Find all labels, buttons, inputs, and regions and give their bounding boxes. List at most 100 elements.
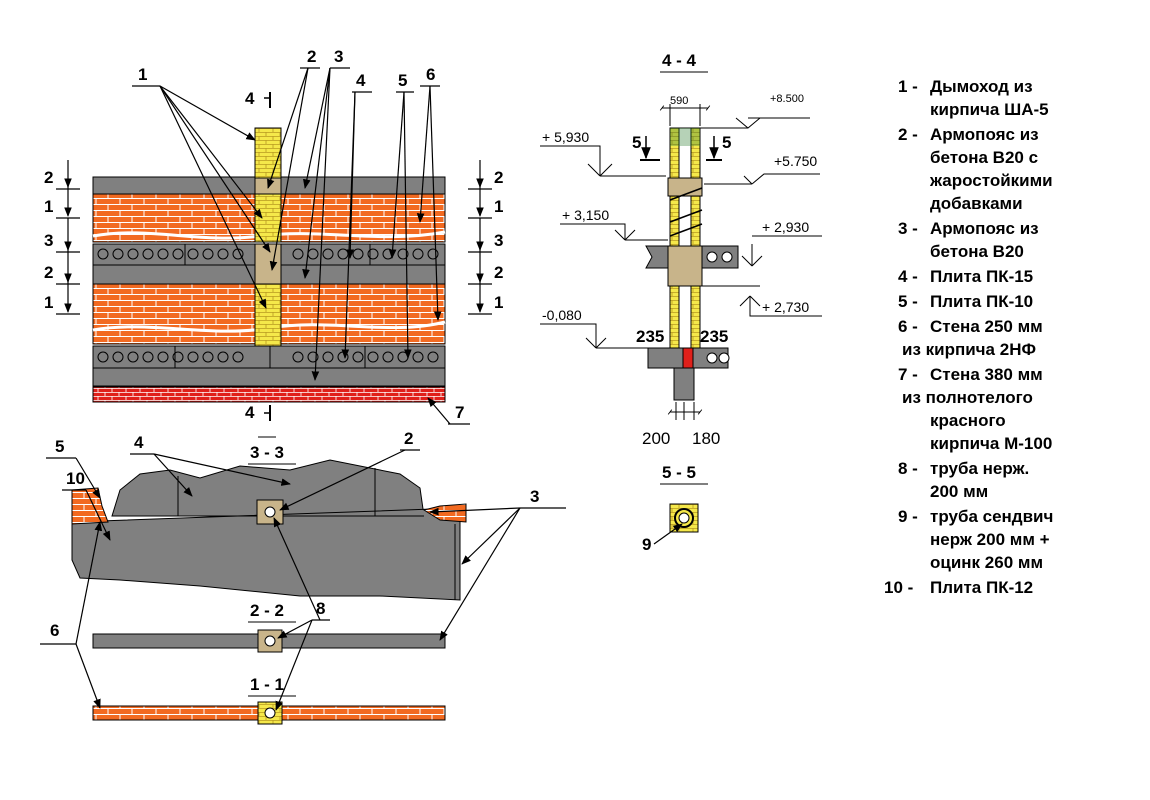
dim-180: 180	[692, 429, 720, 448]
legend-item-number: 5 -	[898, 292, 918, 311]
legend-item-number: 2 -	[898, 125, 918, 144]
legend-item-text: труба сендвич	[930, 507, 1053, 526]
sandwich-pipe-inner	[678, 512, 690, 524]
legend: 1 - Дымоход из кирпича ША-5 2 - Армопояс из б…	[884, 77, 1053, 597]
legend-item-text: Стена 380 мм	[930, 365, 1043, 384]
section-title-1-1: 1 - 1	[250, 675, 284, 694]
slab-left-section	[645, 245, 669, 269]
legend-item-number: 3 -	[898, 219, 918, 238]
callout-plan-8: 8	[316, 599, 325, 618]
slab-pk15-plan	[111, 459, 425, 517]
legend-item-text: бетона В20 с	[930, 148, 1038, 167]
legend-item-text: нерж 200 мм +	[930, 530, 1050, 549]
legend-item-number: 10 -	[884, 578, 913, 597]
section-4-4: 4 - 4 590 235 235 200 180 5 5	[540, 51, 822, 554]
dim-590: 590	[670, 95, 688, 107]
elevation-2930: + 2,930	[762, 219, 809, 235]
cut-4-label-top: 4	[245, 89, 255, 108]
armobelt-bottom-strip	[92, 367, 446, 387]
legend-item-text: красного	[930, 411, 1006, 430]
legend-item-text: Армопояс из	[930, 125, 1039, 144]
legend-item-number: 9 -	[898, 507, 918, 526]
callout-plan-4: 4	[134, 433, 144, 452]
legend-item-number: 1 -	[898, 77, 918, 96]
armobelt-section-upper	[667, 177, 703, 197]
legend-item-text: Плита ПК-10	[930, 292, 1033, 311]
section-title-3-3: 3 - 3	[250, 443, 284, 462]
elevation-0080: -0,080	[542, 307, 582, 323]
legend-item-text: из полнотелого	[902, 388, 1033, 407]
cut-5-left: 5	[632, 133, 641, 152]
section-cut-4-top: 4	[245, 89, 271, 108]
layer-mark-label: 1	[44, 197, 53, 216]
layer-mark-label: 2	[44, 168, 53, 187]
legend-item-text: бетона В20	[930, 242, 1024, 261]
layer-mark-label: 2	[494, 168, 503, 187]
section-cap	[670, 128, 700, 146]
legend-item-text: оцинк 260 мм	[930, 553, 1043, 572]
callout-7: 7	[455, 403, 464, 422]
section-cut-4-bottom: 4	[245, 403, 276, 438]
callout-plan-6: 6	[50, 621, 59, 640]
dim-235-right: 235	[700, 327, 728, 346]
legend-item-number: 7 -	[898, 365, 918, 384]
legend-item-number: 4 -	[898, 267, 918, 286]
callout-5: 5	[398, 71, 407, 90]
callout-2: 2	[307, 47, 316, 66]
legend-item-text: Плита ПК-15	[930, 267, 1033, 286]
layer-marks-left: 2 1 3 2 1	[44, 160, 80, 315]
red-brick-section	[682, 347, 694, 369]
ceiling-slab-plan	[71, 507, 461, 601]
callout-1: 1	[138, 65, 147, 84]
armobelt-section-mid	[667, 245, 703, 287]
pipe-plan-2-2	[264, 635, 276, 647]
layer-mark-label: 1	[44, 293, 53, 312]
dim-200: 200	[642, 429, 670, 448]
legend-item-text: труба нерж.	[930, 459, 1029, 478]
callout-plan-10: 10	[66, 469, 85, 488]
legend-item-text: кирпича ША-5	[930, 100, 1049, 119]
cut-5-right: 5	[722, 133, 731, 152]
elevation-3150: + 3,150	[562, 207, 609, 223]
pipe-plan-3-3	[264, 506, 276, 518]
section-title-4-4: 4 - 4	[662, 51, 697, 70]
callout-plan-3: 3	[530, 487, 539, 506]
elevation-marks	[540, 117, 822, 349]
foundation-wall-section	[673, 367, 695, 401]
chimney-armobelt-upper	[254, 177, 282, 195]
legend-item-number: 8 -	[898, 459, 918, 478]
elevation-5750: +5.750	[774, 153, 817, 169]
legend-item-text: жаростойкими	[929, 171, 1053, 190]
layer-mark-label: 2	[494, 263, 503, 282]
legend-item-text: кирпича М-100	[930, 434, 1052, 453]
layer-mark-label: 1	[494, 197, 503, 216]
callout-6: 6	[426, 65, 435, 84]
callout-plan-2: 2	[404, 429, 413, 448]
chimney-stack	[254, 127, 282, 179]
pipe-plan-1-1	[264, 707, 276, 719]
wall-elevation: 1 2 3 4 5 6 7	[44, 47, 503, 438]
dim-235-left: 235	[636, 327, 664, 346]
callout-9: 9	[642, 535, 651, 554]
elevation-5930: + 5,930	[542, 129, 589, 145]
legend-item-text: Плита ПК-12	[930, 578, 1033, 597]
elevation-2730: + 2,730	[762, 299, 809, 315]
layer-mark-label: 3	[44, 231, 53, 250]
layer-mark-label: 2	[44, 263, 53, 282]
section-title-5-5: 5 - 5	[662, 463, 696, 482]
legend-item-text: Дымоход из	[930, 77, 1033, 96]
legend-item-text: из кирпича 2НФ	[902, 340, 1036, 359]
callout-4: 4	[356, 71, 366, 90]
leader-lines-elevation	[132, 67, 470, 425]
leader-lines-plans	[40, 449, 566, 711]
legend-item-text: Стена 250 мм	[930, 317, 1043, 336]
callout-3: 3	[334, 47, 343, 66]
elevation-8500: +8.500	[770, 93, 804, 105]
slab-right-section	[701, 245, 739, 269]
legend-item-number: 6 -	[898, 317, 918, 336]
legend-item-text: 200 мм	[930, 482, 988, 501]
plan-sections: 3 - 3 2 - 2 1 - 1 5 4 2 10 3 6 8	[40, 429, 566, 725]
cut-4-label-bottom: 4	[245, 403, 255, 422]
